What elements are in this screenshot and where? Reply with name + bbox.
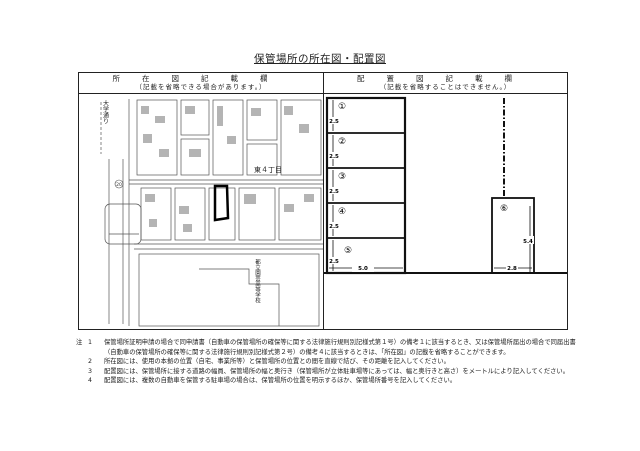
space-number: ⑤ xyxy=(344,246,352,256)
note-text: 配置図には、保管場所に接する道路の幅員、保管場所の幅と奥行き（保管場所が立体駐車… xyxy=(104,367,570,375)
location-map: 20 大学通り 東４丁目 都立園芸高等学校 xyxy=(100,99,323,327)
location-map-header: 所在図記載欄 （記載を省略できる場合があります。） xyxy=(79,74,323,92)
road-label: 大学通り xyxy=(102,99,109,124)
note-number: 4 xyxy=(88,377,93,385)
space-width-label: 2.5 xyxy=(329,154,339,160)
parking-row-outline xyxy=(325,96,407,275)
route-marker-icon xyxy=(114,179,124,189)
space-width-label: 2.5 xyxy=(329,259,339,265)
storage-location-marker xyxy=(213,184,230,222)
note-text: 配置図には、複数の自動車を保管する駐車場の場合は、保管場所の位置を明示するほか、… xyxy=(104,377,457,385)
space-number: ② xyxy=(338,137,346,147)
note-3: 3 配置図には、保管場所に接する道路の幅員、保管場所の幅と奥行き（保管場所が立体… xyxy=(76,367,576,377)
header-divider xyxy=(79,93,567,94)
district-label: 東４丁目 xyxy=(254,165,282,174)
layout-diagram-note: （記載を省略することはできません。） xyxy=(379,83,512,91)
space-number: ③ xyxy=(338,172,346,182)
form-table: 所在図記載欄 （記載を省略できる場合があります。） 配置図記載欄 （記載を省略す… xyxy=(78,72,568,330)
column-divider xyxy=(323,73,324,329)
layout-diagram-header: 配置図記載欄 （記載を省略することはできません。） xyxy=(324,74,567,92)
note-1: 注 1 保管場所証明申請の場合で同申請書（自動車の保管場所の確保等に関する法律施… xyxy=(76,338,576,357)
space-width-label: 2.5 xyxy=(329,189,339,195)
layout-diagram: 2.5 ① 2.5 ② 2.5 ③ 2.5 ④ 2.5 ⑤ 5.0 ⑥ 5.4 2.8 xyxy=(324,94,567,330)
layout-diagram-title: 配置図記載欄 xyxy=(357,74,534,83)
space-width-label: 2.5 xyxy=(329,119,339,125)
school-label: 都立園芸高等学校 xyxy=(254,259,261,305)
document-title: 保管場所の所在図・配置図 xyxy=(254,53,386,65)
notes-prefix: 注 xyxy=(76,339,83,346)
note-number: 2 xyxy=(88,358,93,366)
space-width-label: 2.5 xyxy=(329,224,339,230)
row-depth-label: 5.0 xyxy=(358,266,368,272)
parking-space-6 xyxy=(491,197,535,274)
space-number: ④ xyxy=(338,207,346,217)
route-mark: 20 xyxy=(116,182,122,188)
note-text: 所在図には、使用の本拠の位置（自宅、事業所等）と保管場所の位置との間を直線で結び… xyxy=(104,358,450,366)
note-number: 3 xyxy=(88,367,93,375)
note-text: 保管場所証明申請の場合で同申請書（自動車の保管場所の確保等に関する法律施行規則別… xyxy=(104,339,576,356)
space-6-depth-label: 5.4 xyxy=(523,239,533,245)
note-number: 1 xyxy=(88,339,93,346)
space-6-number: ⑥ xyxy=(500,204,508,214)
location-map-note: （記載を省略できる場合があります。） xyxy=(135,83,267,91)
space-6-width-label: 2.8 xyxy=(507,266,517,272)
location-map-title: 所在図記載欄 xyxy=(112,74,290,83)
notes-section: 注 1 保管場所証明申請の場合で同申請書（自動車の保管場所の確保等に関する法律施… xyxy=(76,338,576,386)
space-number: ① xyxy=(338,102,346,112)
note-4: 4 配置図には、複数の自動車を保管する駐車場の場合は、保管場所の位置を明示するほ… xyxy=(76,376,576,386)
note-2: 2 所在図には、使用の本拠の位置（自宅、事業所等）と保管場所の位置との間を直線で… xyxy=(76,357,576,367)
